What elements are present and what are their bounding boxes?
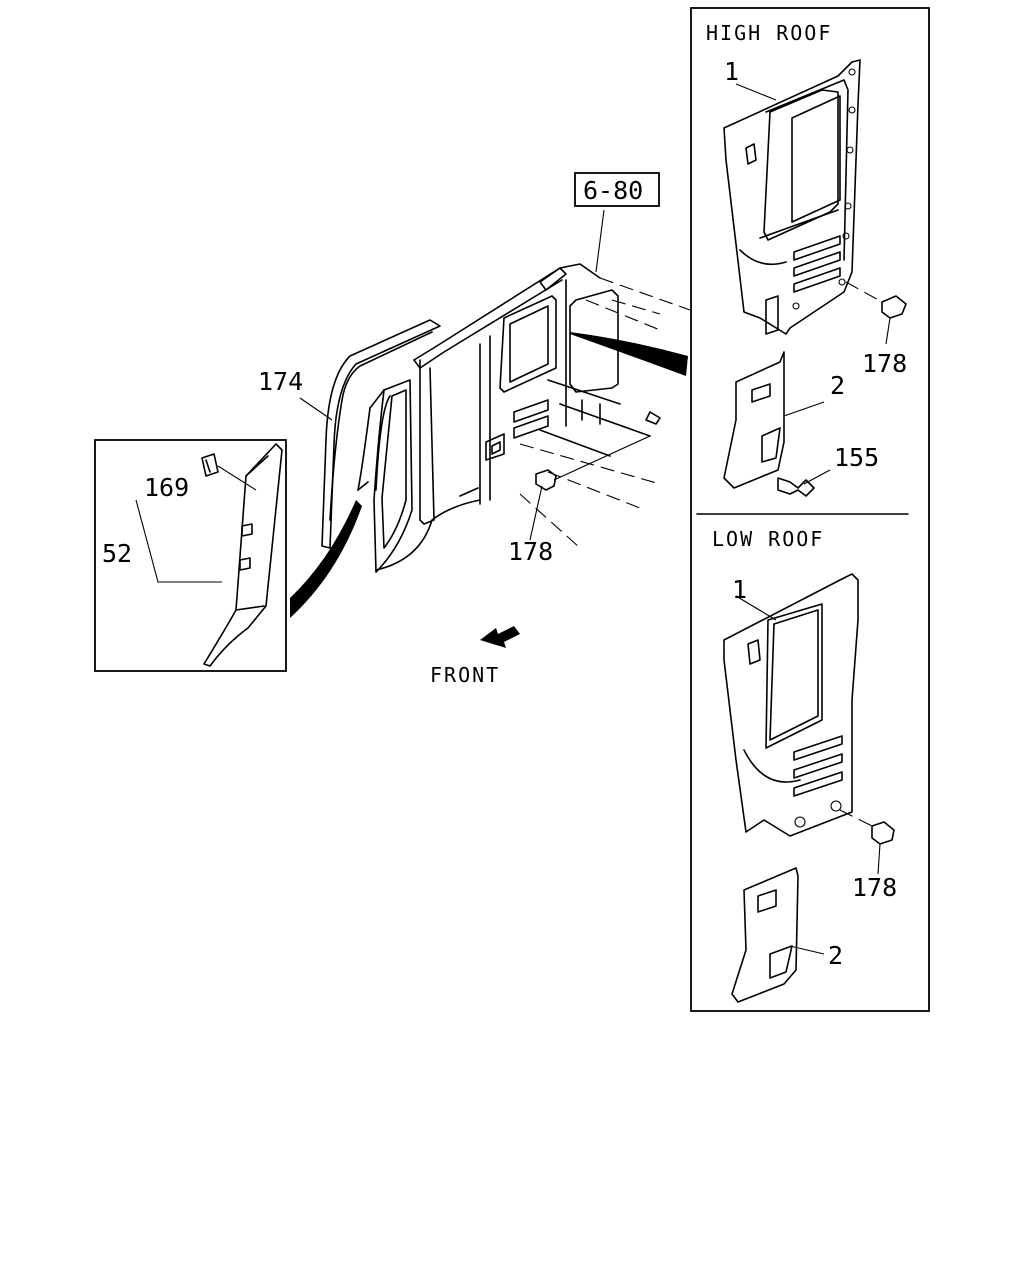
ref-6-80-label: 6-80 [583, 176, 643, 205]
high-roof-label-2: 2 [830, 371, 845, 400]
clip-178-main [535, 435, 651, 491]
leader-arrow-right [570, 332, 688, 376]
ref-box [574, 172, 660, 207]
low-roof-clip-178 [839, 809, 895, 875]
low-roof-panel-2 [731, 867, 825, 1003]
low-roof-label-2: 2 [828, 941, 843, 970]
low-roof-label-1: 1 [732, 575, 747, 604]
front-label: FRONT [430, 663, 500, 687]
label-169: 169 [144, 473, 189, 502]
high-roof-screw-155 [777, 469, 831, 497]
low-roof-title: LOW ROOF [712, 527, 824, 551]
labels: 6-80 174 169 52 178 FRONT HIGH ROOF 1 17… [102, 21, 907, 970]
label-174: 174 [258, 367, 303, 396]
pillar-inset [94, 439, 287, 672]
high-roof-panel-2 [723, 351, 825, 489]
label-52: 52 [102, 539, 132, 568]
low-roof-panel-1 [723, 573, 859, 837]
label-178-main: 178 [508, 537, 553, 566]
front-arrow-icon [480, 626, 520, 648]
van-interior-body [357, 263, 691, 573]
high-roof-label-178: 178 [862, 349, 907, 378]
roof-variants-panel [690, 7, 930, 1012]
high-roof-title: HIGH ROOF [706, 21, 832, 45]
low-roof-label-178: 178 [852, 873, 897, 902]
high-roof-panel-1 [723, 59, 861, 335]
leader-arrow-left [290, 500, 362, 618]
high-roof-label-1: 1 [724, 57, 739, 86]
high-roof-clip-178 [845, 281, 907, 345]
high-roof-label-155: 155 [834, 443, 879, 472]
weatherstrip-174 [321, 319, 441, 549]
